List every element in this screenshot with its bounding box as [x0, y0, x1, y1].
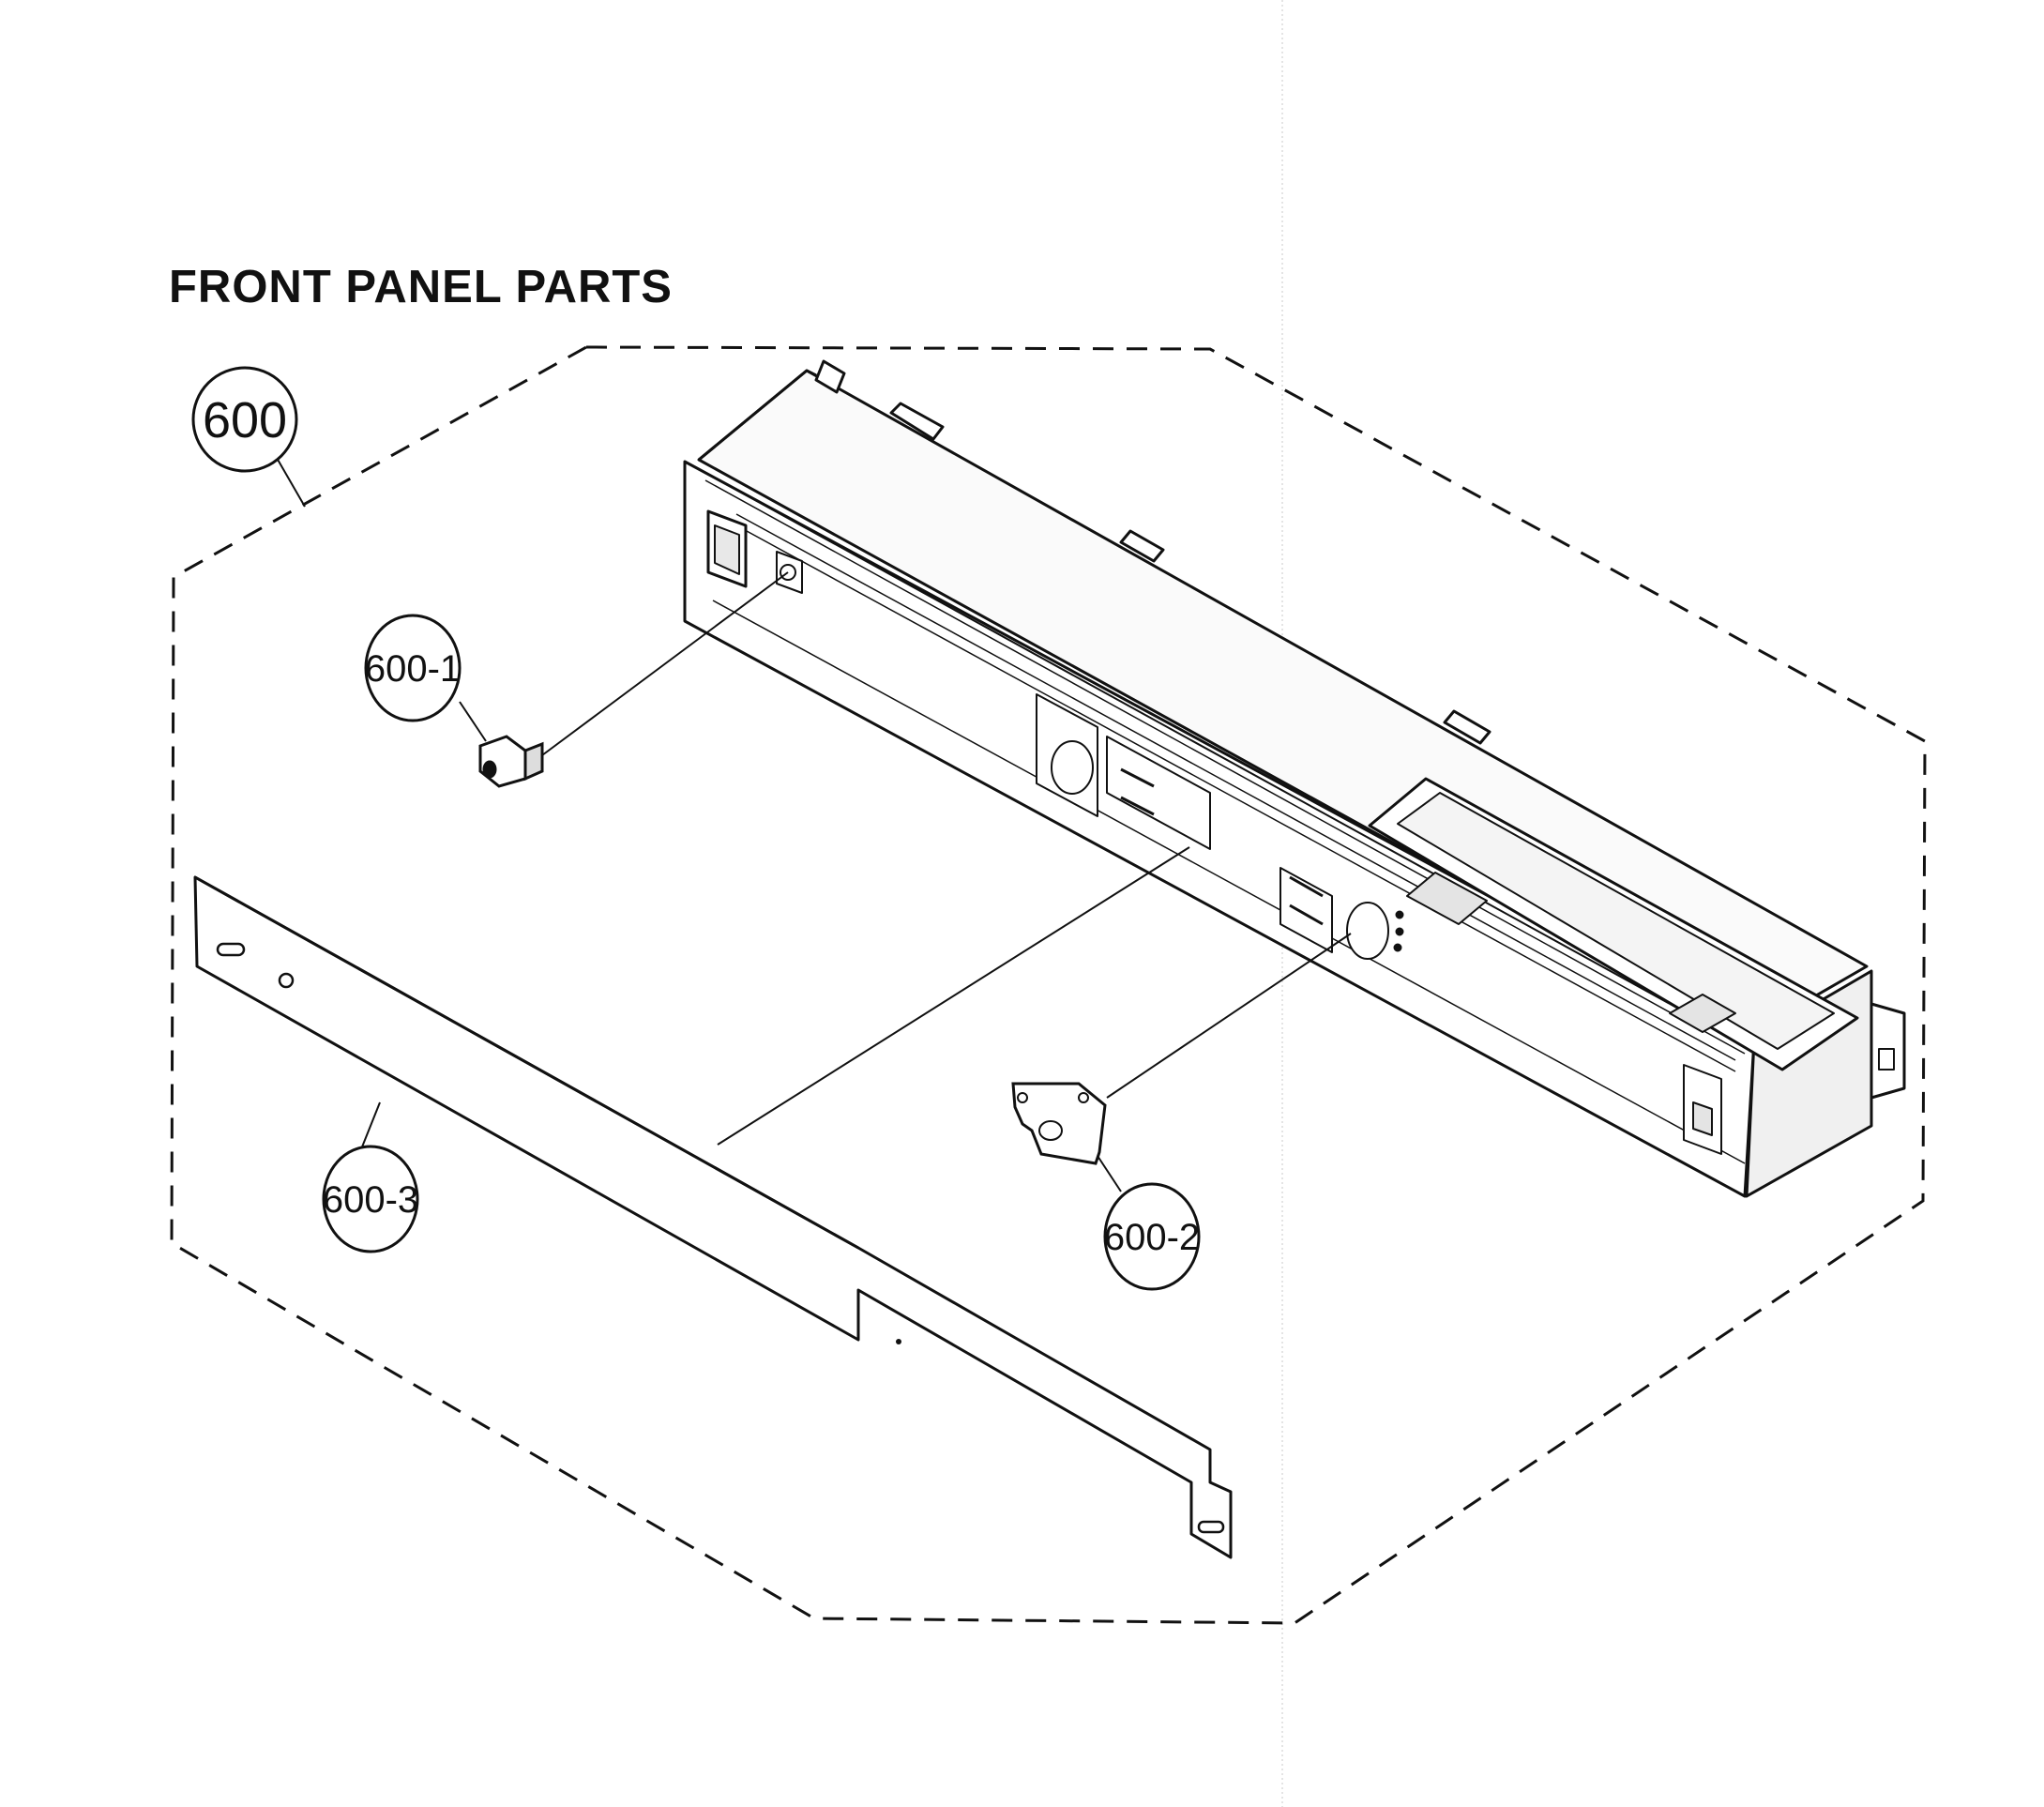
- svg-text:600: 600: [203, 392, 287, 448]
- leader-600-1: [459, 701, 487, 742]
- assembly-boundary: [170, 345, 1927, 1625]
- knob-part: [478, 735, 544, 788]
- callout-600: 600: [191, 366, 298, 473]
- leader-600: [276, 457, 306, 508]
- leader-bracket-to-panel: [1106, 933, 1352, 1099]
- trim-plate-part: [193, 875, 1233, 1559]
- callout-600-1: 600-1: [364, 614, 462, 722]
- bracket-part: [1011, 1082, 1107, 1165]
- svg-text:600-3: 600-3: [323, 1179, 418, 1221]
- leader-600-2: [1097, 1155, 1122, 1192]
- leader-knob-to-panel: [541, 571, 789, 756]
- front-panel-housing: [683, 359, 1906, 1198]
- callout-600-3: 600-3: [322, 1145, 419, 1253]
- leader-trim-to-panel: [717, 846, 1190, 1146]
- leader-lines: [276, 457, 1352, 1192]
- callout-600-2: 600-2: [1103, 1182, 1201, 1291]
- page-title: FRONT PANEL PARTS: [169, 262, 673, 312]
- svg-text:600-2: 600-2: [1104, 1217, 1200, 1258]
- svg-text:600-1: 600-1: [365, 648, 461, 690]
- leader-600-3: [360, 1101, 381, 1150]
